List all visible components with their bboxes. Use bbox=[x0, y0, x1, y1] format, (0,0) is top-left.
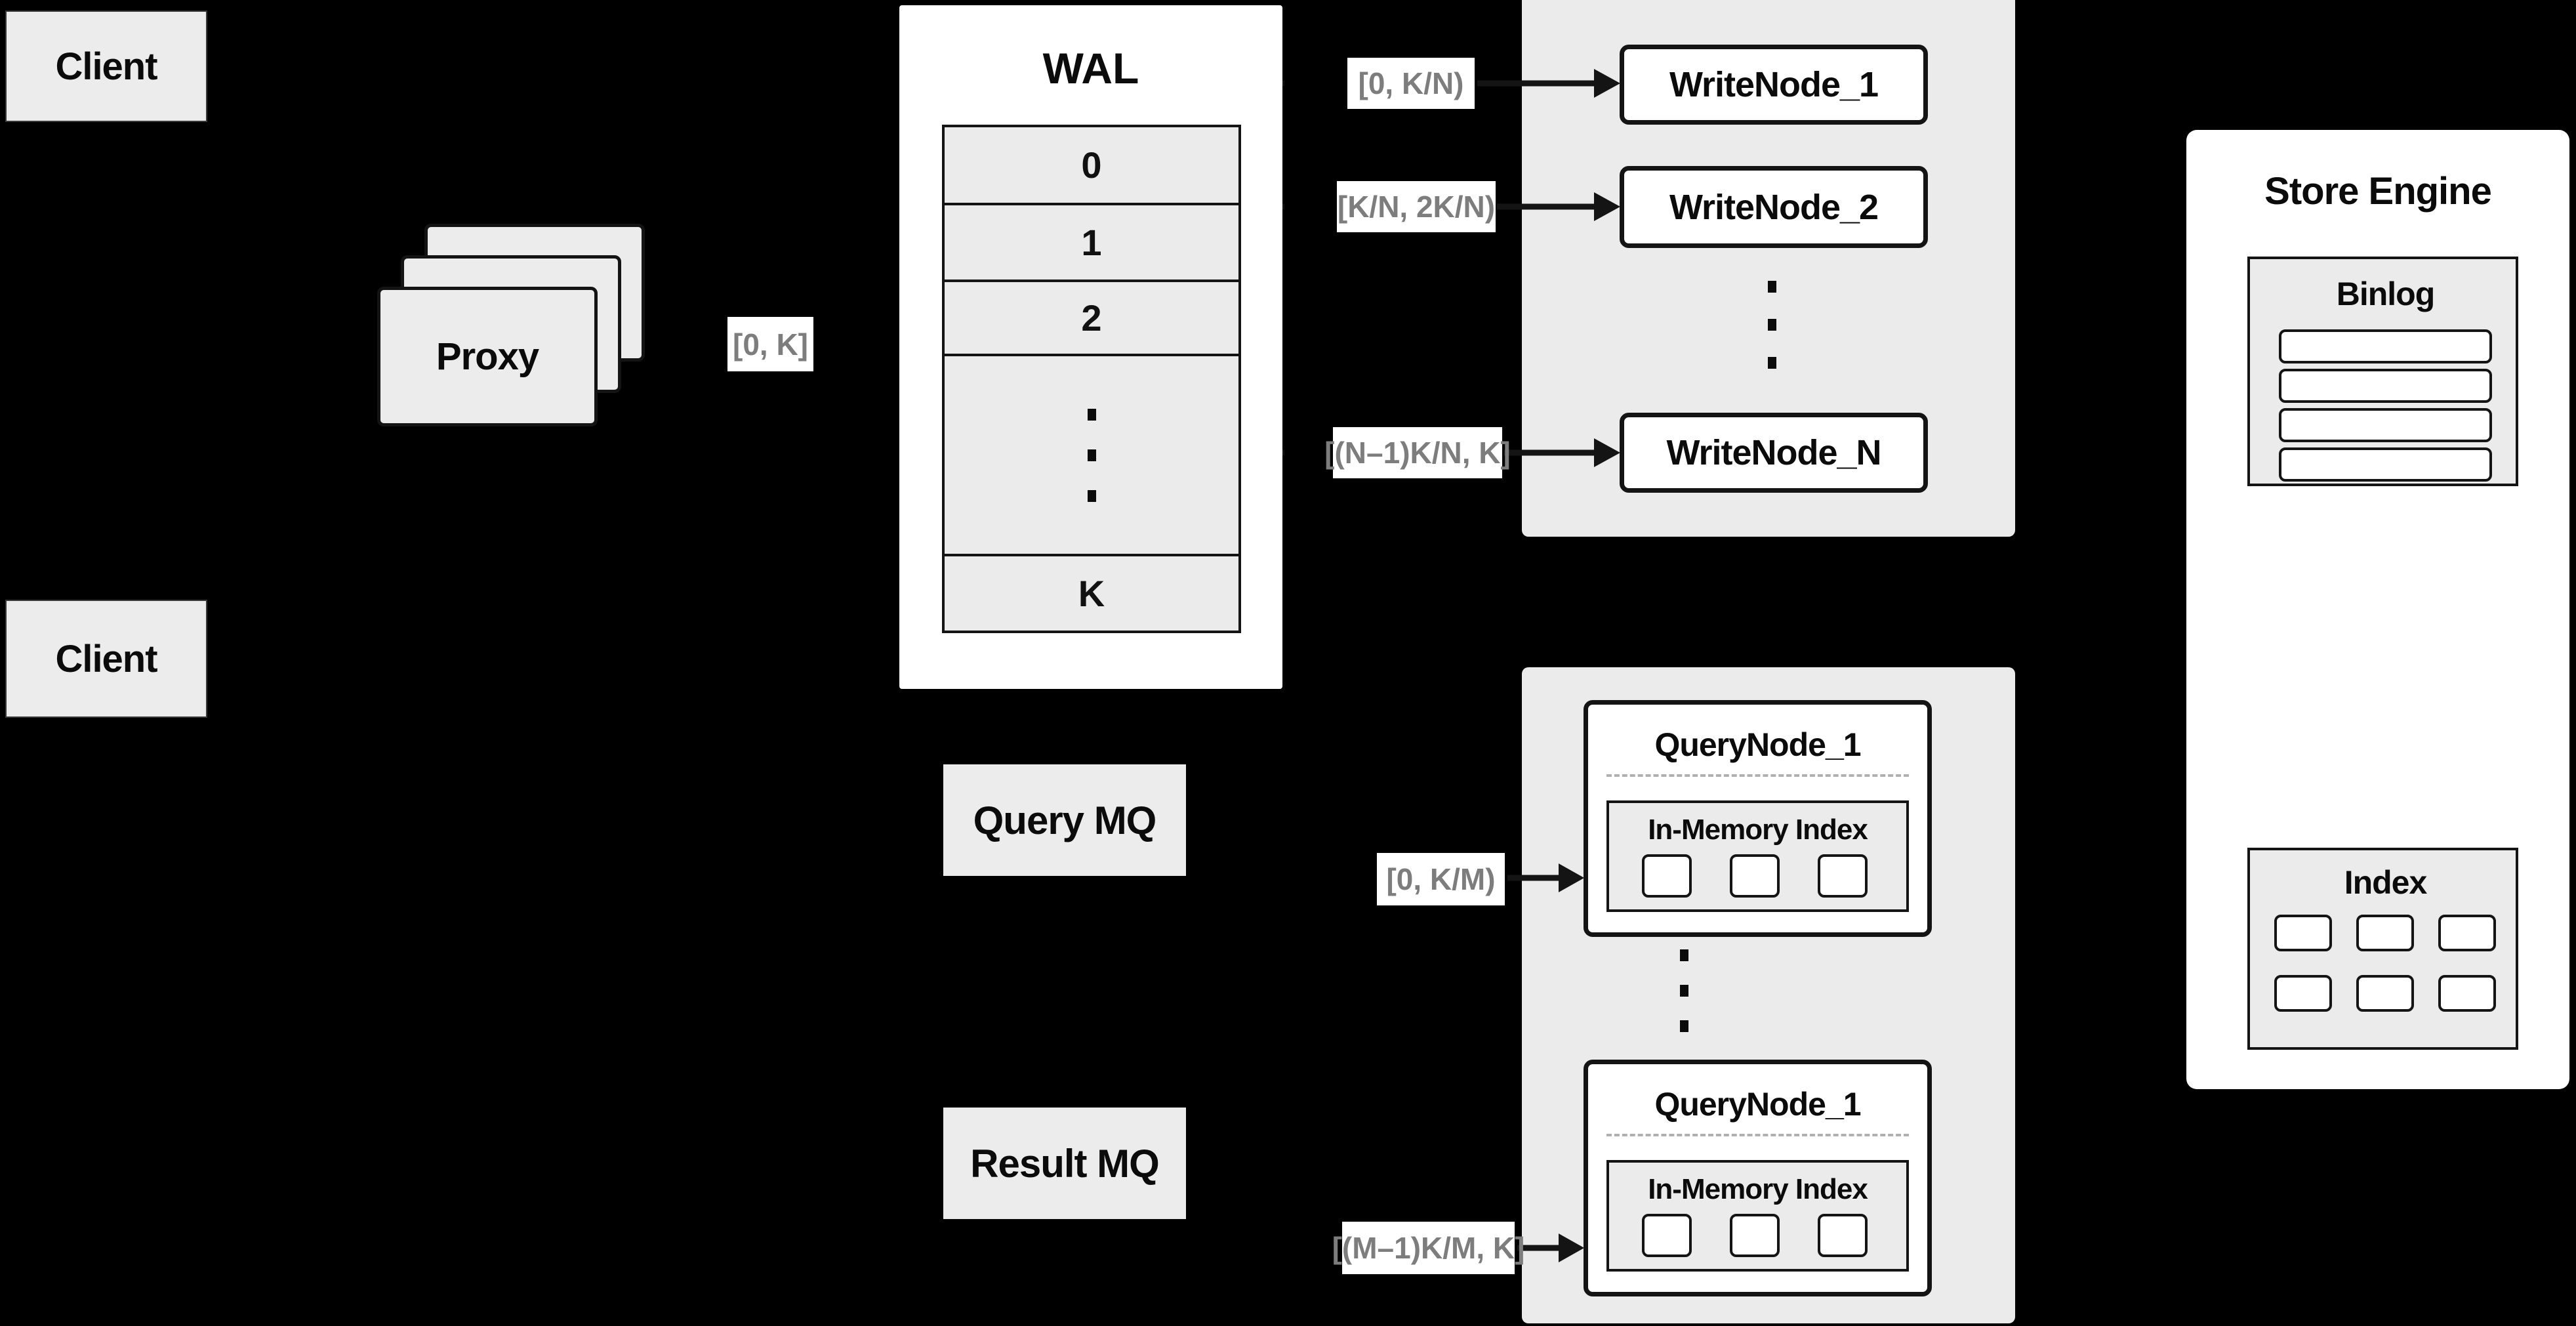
index-segment bbox=[2274, 915, 2332, 951]
querynode-1-title: QueryNode_1 bbox=[1654, 726, 1861, 763]
query-mq-label: Query MQ bbox=[973, 798, 1157, 842]
inmemory-title: In-Memory Index bbox=[1648, 1173, 1868, 1205]
index-box: Index bbox=[2247, 848, 2518, 1050]
binlog-title: Binlog bbox=[2336, 276, 2436, 312]
ellipsis-dot bbox=[1679, 949, 1688, 961]
store-engine-title: Store Engine bbox=[2264, 170, 2492, 213]
index-segment bbox=[2356, 975, 2414, 1012]
inmemory-segment bbox=[1642, 1214, 1692, 1257]
inmemory-segment bbox=[1642, 854, 1692, 898]
writenode-1-box: WriteNode_1 bbox=[1620, 45, 1928, 125]
result-mq-label: Result MQ bbox=[970, 1141, 1160, 1186]
querynode-2-inmemory-box: In-Memory Index bbox=[1606, 1160, 1909, 1272]
proxy-card-front: Proxy bbox=[377, 287, 598, 426]
range-label-writenode-n: [(N–1)K/N, K] bbox=[1324, 427, 1511, 478]
writenode-ellipsis bbox=[1767, 276, 1776, 374]
ellipsis-dot bbox=[1767, 281, 1776, 293]
binlog-box: Binlog bbox=[2247, 257, 2518, 486]
querynode-2-divider bbox=[1606, 1134, 1909, 1136]
client-top-label: Client bbox=[55, 45, 157, 88]
store-engine-box: Store Engine Binlog Index bbox=[2186, 130, 2569, 1089]
client-bottom-label: Client bbox=[55, 637, 157, 680]
writenode-2-box: WriteNode_2 bbox=[1620, 166, 1928, 248]
ellipsis-dot bbox=[1087, 408, 1096, 421]
writenode-n-box: WriteNode_N bbox=[1620, 413, 1928, 493]
querynode-1-box: QueryNode_1 In-Memory Index bbox=[1584, 700, 1932, 937]
binlog-slat bbox=[2279, 447, 2492, 482]
ellipsis-dot bbox=[1679, 985, 1688, 997]
inmemory-segment bbox=[1818, 854, 1868, 898]
querynode-2-box: QueryNode_1 In-Memory Index bbox=[1584, 1060, 1932, 1296]
querynode-1-divider bbox=[1606, 774, 1909, 777]
ellipsis-dot bbox=[1087, 489, 1096, 502]
range-label-proxy: [0, K] bbox=[727, 317, 813, 371]
wal-box: WAL 0 1 2 K bbox=[899, 5, 1282, 689]
inmemory-segment bbox=[1818, 1214, 1868, 1257]
range-label-writenode-2: [K/N, 2K/N) bbox=[1337, 181, 1496, 232]
inmemory-segment bbox=[1730, 854, 1780, 898]
wal-title: WAL bbox=[1042, 44, 1139, 93]
ellipsis-dot bbox=[1087, 449, 1096, 461]
binlog-slat bbox=[2279, 329, 2492, 363]
index-segment bbox=[2356, 915, 2414, 951]
proxy-label: Proxy bbox=[436, 335, 539, 378]
inmemory-segment bbox=[1730, 1214, 1780, 1257]
wal-row-ellipsis bbox=[942, 356, 1241, 556]
wal-row-k: K bbox=[942, 556, 1241, 633]
index-segment bbox=[2274, 975, 2332, 1012]
client-box-bottom: Client bbox=[5, 600, 207, 718]
binlog-slat bbox=[2279, 408, 2492, 442]
range-label-querynode-2: [(M–1)K/M, K] bbox=[1332, 1222, 1524, 1274]
binlog-slat bbox=[2279, 369, 2492, 403]
wal-row-2: 2 bbox=[942, 282, 1241, 356]
index-segment bbox=[2438, 915, 2496, 951]
index-segment bbox=[2438, 975, 2496, 1012]
querynode-1-inmemory-box: In-Memory Index bbox=[1606, 800, 1909, 912]
result-mq-box: Result MQ bbox=[943, 1108, 1186, 1219]
ellipsis-dot bbox=[1767, 357, 1776, 369]
range-label-writenode-1: [0, K/N) bbox=[1347, 58, 1475, 109]
client-box-top: Client bbox=[5, 10, 207, 122]
querynode-ellipsis bbox=[1679, 945, 1688, 1037]
range-label-querynode-1: [0, K/M) bbox=[1377, 853, 1505, 905]
index-title: Index bbox=[2344, 864, 2428, 901]
wal-row-0: 0 bbox=[942, 125, 1241, 205]
ellipsis-dot bbox=[1679, 1020, 1688, 1032]
inmemory-title: In-Memory Index bbox=[1648, 814, 1868, 846]
query-mq-box: Query MQ bbox=[943, 764, 1186, 876]
ellipsis-dot bbox=[1767, 319, 1776, 331]
querynode-2-title: QueryNode_1 bbox=[1654, 1086, 1861, 1123]
wal-row-1: 1 bbox=[942, 205, 1241, 282]
